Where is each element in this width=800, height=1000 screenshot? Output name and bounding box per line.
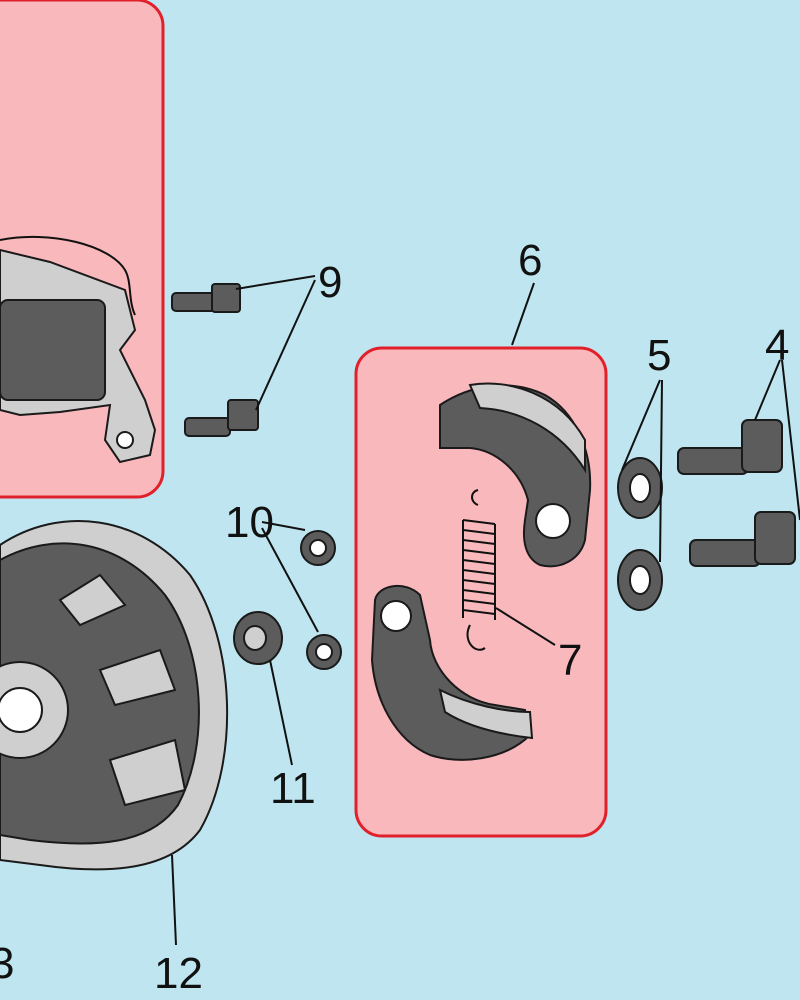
callout-7: 7 [558, 636, 582, 685]
nut-icon [233, 611, 283, 665]
clutch-shoe-lower-icon [370, 585, 534, 761]
washer-icon [617, 457, 663, 519]
callout-10: 10 [225, 498, 274, 547]
bolt-icon [171, 283, 241, 313]
washer-icon [617, 549, 663, 611]
clutch-group [354, 346, 608, 838]
callout-11: 11 [270, 764, 316, 813]
bolt-icon [689, 511, 796, 567]
leader-7 [495, 607, 556, 646]
ignition-coil-icon [0, 235, 157, 464]
leader-6 [511, 282, 535, 346]
bolt-icon [677, 419, 783, 475]
nut-11 [233, 611, 293, 766]
callout-6: 6 [518, 236, 542, 285]
callout-9: 9 [318, 258, 342, 307]
washers-5 [617, 379, 663, 611]
callout-12: 12 [154, 949, 203, 998]
bolt-icon [184, 399, 259, 437]
fan-flywheel-icon [0, 520, 229, 871]
clutch-shoe-upper-icon [439, 382, 592, 568]
bolts-4 [677, 359, 800, 567]
ignition-coil-group [0, 0, 165, 499]
washer-icon [300, 530, 336, 566]
bolts-9 [171, 275, 316, 437]
spring-icon [462, 489, 496, 651]
washer-icon [306, 634, 342, 670]
washers-10 [261, 521, 342, 670]
callout-4: 4 [765, 321, 789, 370]
callout-5: 5 [647, 331, 671, 380]
fan-flywheel-12 [0, 520, 229, 946]
callout-3: 3 [0, 939, 14, 988]
